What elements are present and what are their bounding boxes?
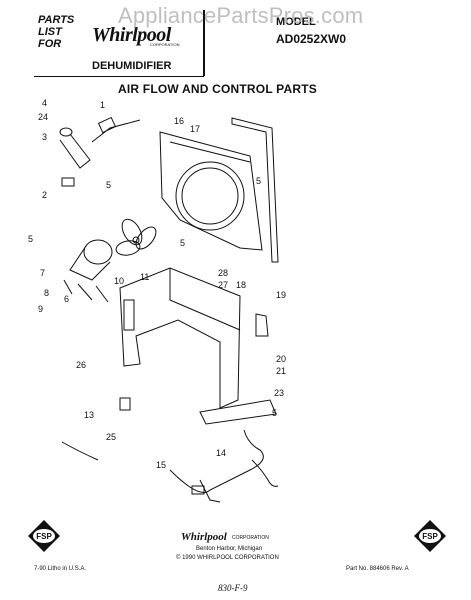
model-number: AD0252XW0 (276, 32, 347, 46)
callout-19: 19 (276, 290, 286, 300)
callout-24: 24 (38, 112, 48, 122)
side-bracket (255, 313, 269, 337)
callout-4: 4 (42, 98, 47, 108)
callout-11: 11 (140, 272, 149, 282)
callout-6: 6 (64, 294, 69, 304)
callout-3: 3 (42, 132, 47, 142)
svg-text:FSP: FSP (422, 532, 438, 541)
watermark: AppliancePartsPros.com (118, 3, 364, 28)
callout-9: 9 (38, 304, 43, 314)
relay (119, 397, 131, 411)
callout-26: 26 (76, 360, 86, 370)
fan-shroud (159, 131, 263, 251)
fsp-logo-left: FSP (28, 520, 60, 552)
callout-14: 14 (216, 448, 226, 458)
footer-address: Benton Harbor, Michigan (196, 546, 263, 552)
header-left-box (34, 10, 204, 77)
callout-5d: 5 (180, 238, 185, 248)
wire-25 (61, 441, 99, 461)
callout-18: 18 (236, 280, 246, 290)
callout-21: 21 (276, 366, 286, 376)
callout-1: 1 (100, 100, 105, 110)
section-title: AIR FLOW AND CONTROL PARTS (118, 82, 317, 96)
callout-20: 20 (276, 354, 286, 364)
footer-litho-note: 7-90 Litho in U.S.A. (34, 566, 87, 572)
fan-motor (63, 239, 113, 303)
callout-15: 15 (156, 460, 166, 470)
seal-strip (231, 117, 279, 263)
footer-copyright: © 1990 WHIRLPOOL CORPORATION (176, 555, 279, 561)
parts-list-for-label: PARTS LIST FOR (38, 14, 75, 50)
callout-10: 10 (114, 276, 124, 286)
header-divider (203, 10, 205, 76)
callout-7: 7 (40, 268, 45, 278)
svg-text:FSP: FSP (36, 532, 52, 541)
fan-blade (115, 218, 157, 256)
whirlpool-logo-corporation: CORPORATION (150, 42, 180, 47)
callout-16: 16 (174, 116, 184, 126)
callout-28: 28 (218, 268, 228, 278)
callout-5c: 5 (28, 234, 33, 244)
footer-corporation: CORPORATION (232, 535, 269, 541)
callout-13: 13 (84, 410, 94, 420)
callout-25: 25 (106, 432, 116, 442)
callout-27: 27 (218, 280, 228, 290)
fsp-logo-right: FSP (414, 520, 446, 552)
footer-whirlpool-logo: Whirlpool (181, 531, 227, 543)
control-base-bracket (119, 267, 277, 425)
control-knob-assembly (59, 116, 141, 187)
callout-2: 2 (42, 190, 47, 200)
fan-opening (175, 161, 245, 231)
callout-5a: 5 (106, 180, 111, 190)
callout-23: 23 (274, 388, 284, 398)
wire-harness (169, 429, 279, 503)
exploded-parts-diagram: 4 1 24 3 2 5 16 17 5 5 5 7 8 6 9 10 11 2… (28, 98, 286, 503)
handwritten-note: 830-F-9 (218, 583, 248, 593)
product-type: DEHUMIDIFIER (92, 60, 172, 72)
model-label: MODEL (276, 16, 316, 28)
callout-5e: 5 (272, 408, 277, 418)
callout-5b: 5 (256, 176, 261, 186)
footer-part-number: Part No. 884606 Rev. A (346, 566, 409, 572)
whirlpool-logo: Whirlpool (92, 24, 171, 46)
callout-17: 17 (190, 124, 200, 134)
callout-8: 8 (44, 288, 49, 298)
